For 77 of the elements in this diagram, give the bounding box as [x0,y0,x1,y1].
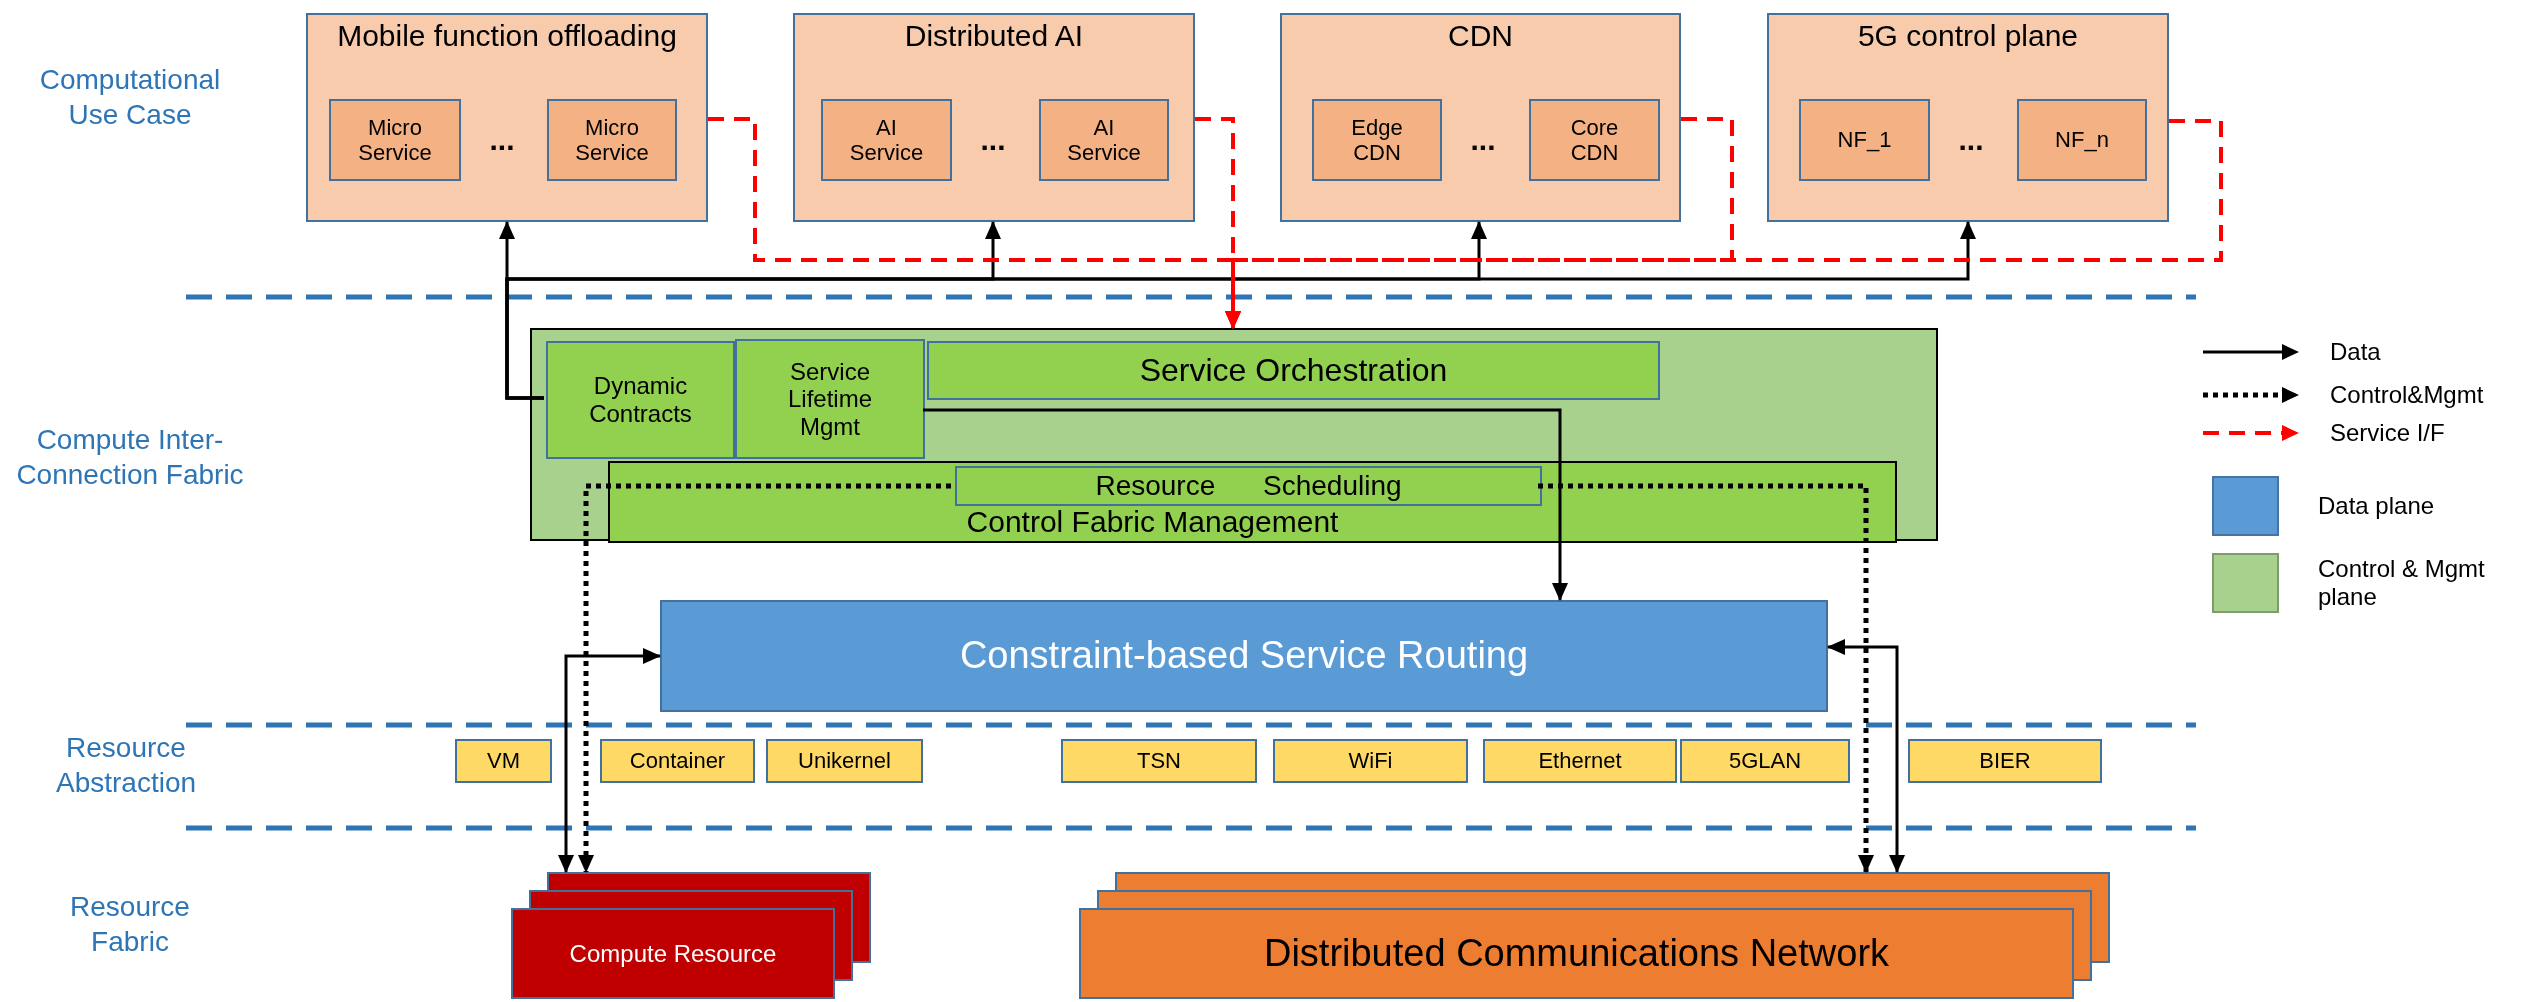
box-label: BIER [1979,748,2031,774]
layer-label: Compute Inter-Connection Fabric [15,423,245,492]
box-title: 5G control plane [1857,19,2079,54]
arrow [1827,639,1905,873]
box-label: Compute Resource [569,939,777,968]
resource-tag [1908,739,2102,783]
ellipsis: ... [980,123,1006,157]
dotted-arrow [578,483,951,873]
box-title: Mobile function offloading [337,19,677,54]
service-box [1799,99,1930,181]
legend-text: Service I/F [2330,419,2445,447]
box-label: Constraint-based Service Routing [959,634,1529,678]
use-case-box [793,13,1195,222]
resource-tag [455,739,552,783]
box-label: Micro Service [574,114,650,166]
legend-text: Data [2330,338,2381,366]
resource-tag [1680,739,1850,783]
resource-tag [1273,739,1468,783]
function-box [927,341,1660,400]
box-label: Service Orchestration [1139,352,1448,389]
function-box [955,466,1542,506]
box-label: TSN [1137,748,1181,774]
service-box [821,99,952,181]
use-case-box [1767,13,2169,222]
dashed-arrow [1225,119,2223,329]
box-label: VM [487,748,520,774]
legend-text: Control & Mgmt plane [2318,555,2486,611]
box-label: Control Fabric Management [966,504,1339,539]
box-label: WiFi [1348,748,1393,774]
ellipsis: ... [1470,123,1496,157]
fabric-panel [530,328,1938,541]
service-box [329,99,461,181]
box-label: Service Lifetime Mgmt [786,357,873,441]
box-label: Container [629,748,726,774]
service-box [1529,99,1660,181]
resource-tag [766,739,923,783]
box-label: Core CDN [1569,114,1620,166]
box-label: Ethernet [1538,748,1622,774]
dotted-arrow [1538,483,1874,873]
box-label: Unikernel [798,748,891,774]
arrow [505,221,1976,400]
box-label: Distributed Communications Network [1263,931,1890,976]
legend-text: Control&Mgmt [2330,381,2484,409]
routing-bar [660,600,1828,712]
service-box [1312,99,1442,181]
box-label: AI Service [1066,114,1142,166]
box-label: 5GLAN [1728,748,1802,774]
box-label: Resource Scheduling [1095,469,1402,503]
box-label: AI Service [848,114,925,166]
box-title: CDN [1448,19,1513,54]
resource-tag [600,739,755,783]
box-label: NF_1 [1837,127,1892,153]
box-title: Distributed AI [904,19,1084,54]
function-box [546,341,735,459]
service-box [547,99,677,181]
ellipsis: ... [489,123,515,157]
resource-card [511,908,835,999]
box-label: NF_n [2055,127,2109,153]
layer-label: Resource Fabric [69,890,191,959]
arrow [558,648,661,873]
box-label: Micro Service [357,114,433,166]
resource-card [1079,908,2074,999]
box-label: Edge CDN [1350,114,1404,166]
resource-tag [1061,739,1257,783]
legend-text: Data plane [2318,492,2436,520]
function-box [735,339,925,459]
use-case-box [306,13,708,222]
ellipsis: ... [1958,123,1984,157]
arrow [923,408,1568,601]
layer-label: Computational Use Case [38,63,222,132]
resource-tag [1483,739,1677,783]
management-panel [608,461,1897,543]
service-box [1039,99,1169,181]
use-case-box [1280,13,1681,222]
layer-label: Resource Abstraction [54,731,198,800]
box-label: Dynamic Contracts [588,372,693,428]
service-box [2017,99,2147,181]
